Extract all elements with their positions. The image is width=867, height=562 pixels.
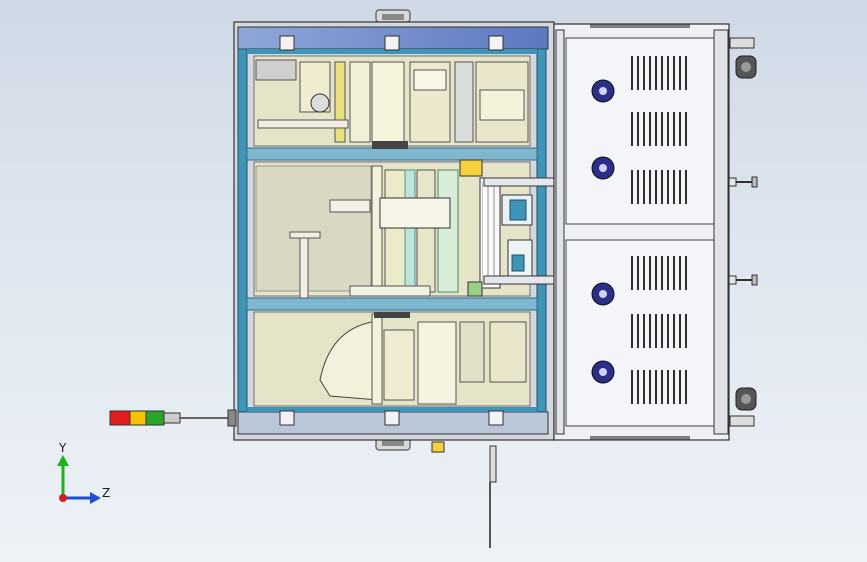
caster-wheel-icon xyxy=(729,37,757,79)
caster-wheel-icon xyxy=(729,387,757,427)
axis-triad-icon xyxy=(57,455,101,504)
lower-bay xyxy=(253,311,531,407)
electrical-cabinet xyxy=(553,23,730,441)
frame-brackets xyxy=(279,35,504,426)
cooling-fan-icon xyxy=(591,79,615,103)
axis-y-label: Y xyxy=(59,441,67,455)
top-handle-icon xyxy=(375,9,411,23)
cooling-fan-icon xyxy=(591,282,615,306)
upper-bay xyxy=(253,55,531,149)
probe-rod xyxy=(431,441,497,548)
axis-z-label: Z xyxy=(102,486,111,500)
signal-tower-icon xyxy=(109,409,237,427)
cooling-fan-icon xyxy=(591,156,615,180)
cooling-fan-icon xyxy=(591,360,615,384)
